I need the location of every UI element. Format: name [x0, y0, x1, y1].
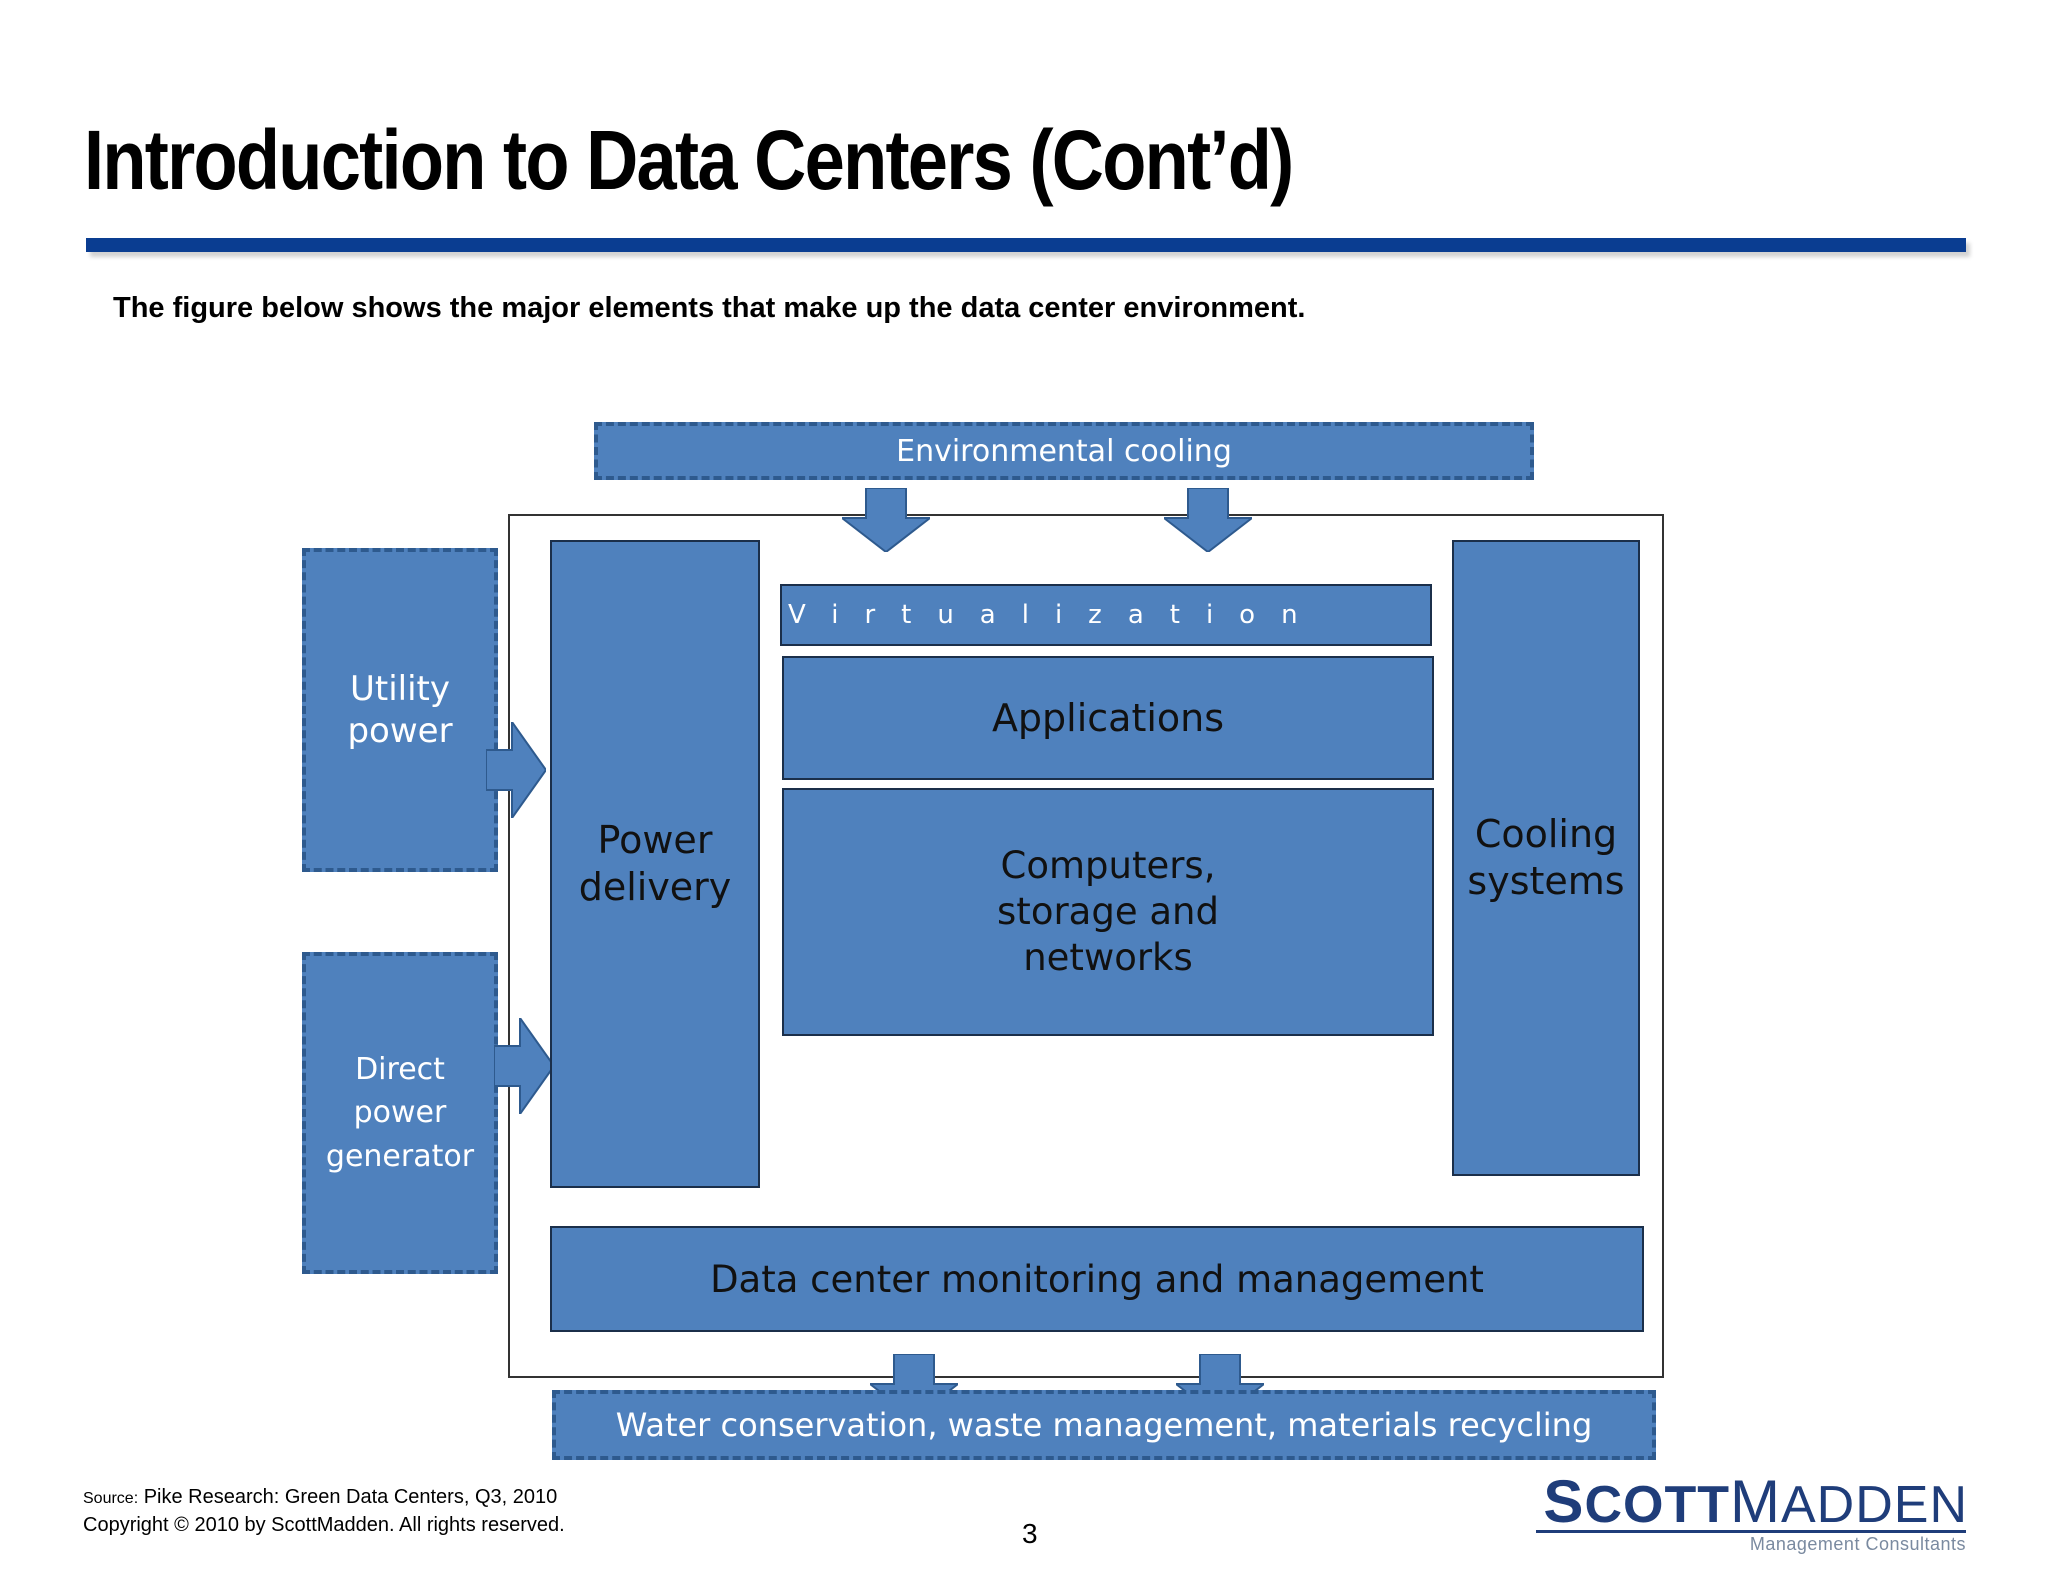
- right-arrow-icon: [486, 722, 546, 818]
- utility-power-box: Utility power: [302, 548, 498, 872]
- applications-box: Applications: [782, 656, 1434, 780]
- logo-tagline: Management Consultants: [1749, 1534, 1966, 1554]
- power-delivery-label: Power delivery: [578, 817, 732, 910]
- direct-power-generator-label: Direct power generator: [325, 1051, 475, 1174]
- down-arrow-icon: [1164, 488, 1252, 552]
- water-conservation-label: Water conservation, waste management, ma…: [615, 1406, 1593, 1444]
- logo-wordmark: SCOTTMADDEN: [1543, 1468, 1968, 1535]
- virtualization-box: Virtualization: [780, 584, 1432, 646]
- cooling-systems-box: Cooling systems: [1452, 540, 1640, 1176]
- direct-power-generator-box: Direct power generator: [302, 952, 498, 1274]
- slide-subtitle: The figure below shows the major element…: [113, 292, 1306, 324]
- monitoring-management-box: Data center monitoring and management: [550, 1226, 1644, 1332]
- water-conservation-box: Water conservation, waste management, ma…: [552, 1390, 1656, 1460]
- power-delivery-box: Power delivery: [550, 540, 760, 1188]
- cooling-systems-label: Cooling systems: [1467, 811, 1625, 904]
- applications-label: Applications: [991, 696, 1225, 740]
- title-rule: [86, 238, 1966, 252]
- scottmadden-logo: SCOTTMADDEN Management Consultants: [1528, 1468, 1968, 1554]
- source-note: Source: Pike Research: Green Data Center…: [83, 1486, 557, 1509]
- environmental-cooling-label: Environmental cooling: [896, 433, 1232, 469]
- source-label: Source:: [83, 1490, 139, 1507]
- computers-storage-networks-label: Computers, storage and networks: [997, 843, 1219, 980]
- virtualization-label: Virtualization: [788, 600, 1324, 630]
- page-number: 3: [1022, 1518, 1038, 1549]
- logo-underline: [1536, 1530, 1966, 1533]
- right-arrow-icon: [494, 1018, 554, 1114]
- environmental-cooling-box: Environmental cooling: [594, 422, 1534, 480]
- source-text: Pike Research: Green Data Centers, Q3, 2…: [138, 1486, 558, 1508]
- down-arrow-icon: [842, 488, 930, 552]
- copyright-note: Copyright © 2010 by ScottMadden. All rig…: [83, 1514, 565, 1536]
- computers-storage-networks-box: Computers, storage and networks: [782, 788, 1434, 1036]
- slide-title: Introduction to Data Centers (Cont’d): [84, 113, 1294, 207]
- monitoring-management-label: Data center monitoring and management: [710, 1257, 1484, 1301]
- utility-power-label: Utility power: [347, 668, 453, 752]
